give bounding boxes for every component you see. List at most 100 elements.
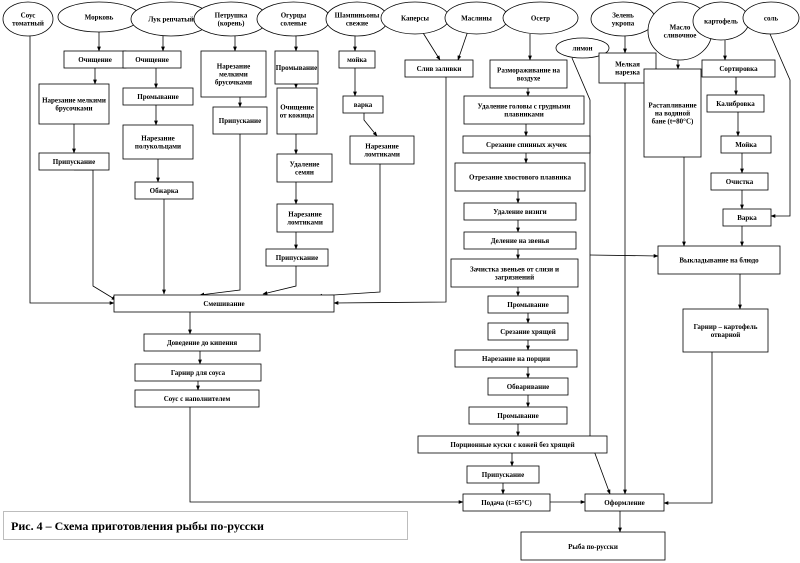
box-shape bbox=[454, 162, 586, 192]
node-label: Смешивание bbox=[203, 300, 244, 308]
process-step-c_sort: Сортировка bbox=[701, 59, 776, 78]
node-label: Промывание bbox=[276, 64, 317, 72]
process-step-c_kalib: Калибровка bbox=[706, 94, 765, 113]
node-label: варка bbox=[354, 101, 373, 109]
box-shape bbox=[276, 203, 334, 233]
node-label: Порционные куски с кожей без хрящей bbox=[450, 441, 574, 449]
box-shape bbox=[463, 202, 577, 221]
process-step-l_och: Очищение bbox=[122, 50, 182, 69]
node-label: Варка bbox=[737, 214, 757, 222]
node-label: Выкладывание на блюдо bbox=[679, 256, 759, 264]
node-label: Обваривание bbox=[507, 383, 550, 391]
process-step-f_kuski: Порционные куски с кожей без хрящей bbox=[417, 435, 608, 454]
node-label: Срезание хрящей bbox=[500, 328, 556, 336]
node-label: Каперсы bbox=[401, 14, 430, 22]
node-label: Обжарка bbox=[150, 187, 179, 195]
box-shape bbox=[450, 258, 579, 288]
box-shape bbox=[462, 135, 591, 154]
box-shape bbox=[349, 135, 415, 165]
box-shape bbox=[134, 389, 260, 408]
node-label: Припускание bbox=[482, 471, 524, 479]
process-step-s_varka: варка bbox=[342, 95, 384, 114]
connector-arrow bbox=[317, 164, 381, 298]
process-step-x_dov: Доведение до кипения bbox=[143, 333, 261, 352]
process-step-f_hrash: Срезание хрящей bbox=[487, 322, 569, 341]
node-label: Мойка bbox=[735, 141, 757, 149]
box-shape bbox=[722, 208, 772, 227]
node-label: соль bbox=[764, 14, 778, 22]
box-shape bbox=[212, 106, 268, 135]
box-shape bbox=[706, 94, 765, 113]
box-shape bbox=[38, 83, 110, 125]
ingredient-node-n_petr: Петрушка(корень) bbox=[193, 1, 269, 37]
connector-arrow bbox=[363, 113, 378, 137]
box-shape bbox=[122, 124, 194, 160]
node-label: лимон bbox=[572, 44, 592, 52]
node-label: Отрезание хвостового плавника bbox=[469, 173, 571, 181]
box-shape bbox=[463, 95, 585, 125]
node-label: Удаление визиги bbox=[493, 208, 546, 216]
connector-arrow bbox=[663, 352, 713, 505]
node-label: Сортировка bbox=[719, 65, 758, 73]
box-shape bbox=[584, 493, 665, 512]
ingredient-node-n_sol: соль bbox=[742, 1, 800, 35]
node-label: Лук репчатый bbox=[148, 15, 194, 23]
box-shape bbox=[276, 153, 333, 183]
box-shape bbox=[404, 59, 474, 78]
connector-arrow bbox=[74, 169, 117, 301]
ellipse-shape bbox=[502, 1, 579, 35]
box-shape bbox=[338, 50, 376, 69]
node-label: Очистка bbox=[726, 178, 754, 186]
process-step-f_prip: Припускание bbox=[466, 465, 540, 484]
box-shape bbox=[710, 172, 769, 191]
box-shape bbox=[417, 435, 608, 454]
process-step-f_del: Деление на звенья bbox=[463, 231, 577, 250]
node-label: Припускание bbox=[53, 158, 95, 166]
box-shape bbox=[462, 493, 551, 512]
node-label: Маслины bbox=[461, 14, 492, 22]
box-shape bbox=[38, 152, 110, 171]
node-label: Припускание bbox=[219, 117, 261, 125]
node-label: Калибровка bbox=[716, 100, 755, 108]
node-label: Рыба по-русски bbox=[568, 543, 618, 551]
process-step-l_prom: Промывание bbox=[122, 87, 194, 106]
box-shape bbox=[487, 377, 569, 396]
node-label: Петрушка(корень) bbox=[215, 11, 248, 27]
box-shape bbox=[122, 50, 182, 69]
box-shape bbox=[487, 322, 569, 341]
box-shape bbox=[122, 87, 194, 106]
connector-arrow bbox=[571, 57, 611, 495]
process-step-f_prom2: Промывание bbox=[468, 406, 568, 425]
process-step-f_viz: Удаление визиги bbox=[463, 202, 577, 221]
box-shape bbox=[487, 295, 569, 314]
node-label: Морковь bbox=[85, 13, 114, 21]
box-shape bbox=[520, 531, 666, 561]
box-shape bbox=[134, 363, 262, 382]
node-label: Промывание bbox=[497, 412, 538, 420]
process-step-f_podacha: Подача (t=65°С) bbox=[462, 493, 551, 512]
ingredient-node-n_osetr: Осетр bbox=[502, 1, 579, 35]
node-label: Осетр bbox=[531, 14, 550, 22]
box-shape bbox=[701, 59, 776, 78]
